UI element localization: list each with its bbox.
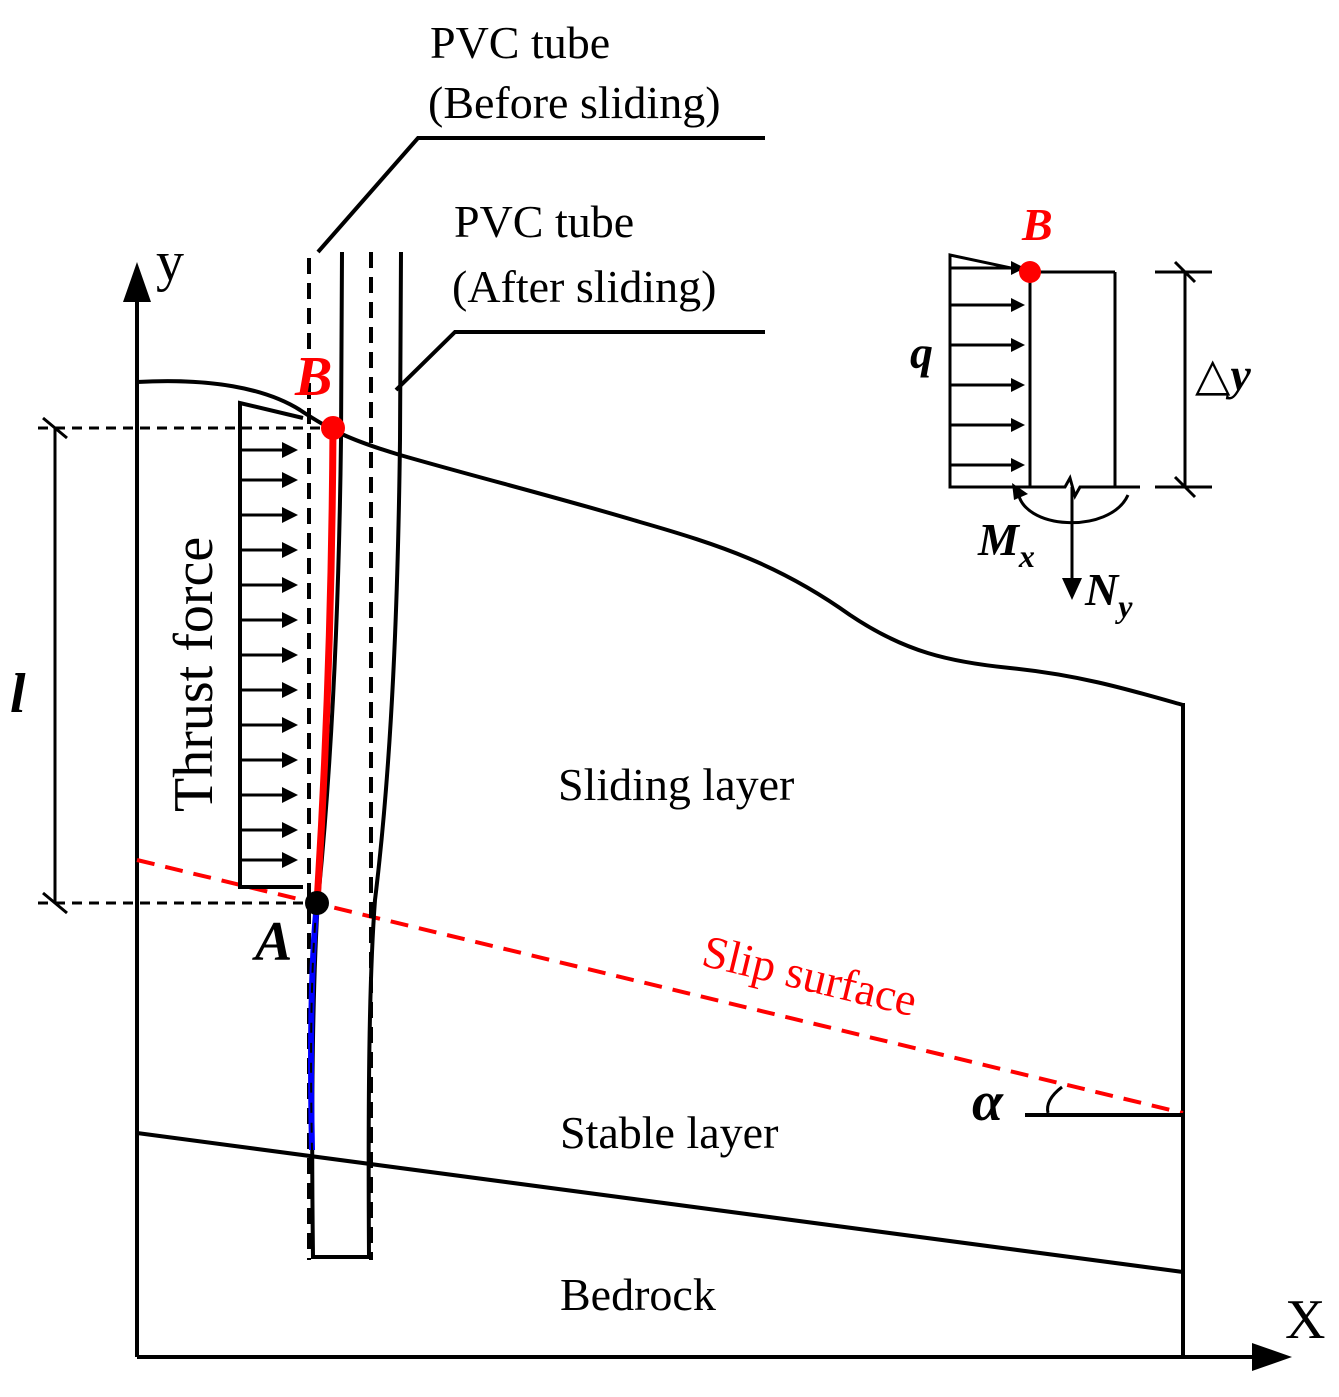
inset-moment-arrowhead — [1012, 483, 1028, 500]
thrust-arrow-0-head — [282, 442, 298, 458]
inset-mx-base: M — [977, 514, 1021, 565]
slip-surface-line — [136, 858, 1184, 1115]
pvc-before-label-line2: (Before sliding) — [428, 77, 721, 128]
inset-delta-y-label: △y — [1195, 349, 1251, 400]
inset-point-b-marker — [1019, 261, 1041, 283]
inset-arrow-3-head — [1011, 378, 1025, 392]
thrust-arrow-2-head — [282, 507, 298, 523]
point-b-label: B — [294, 346, 332, 408]
thrust-force-outline — [238, 400, 304, 889]
thrust-force-label: Thrust force — [163, 537, 225, 812]
pvc-after-leader-line — [394, 330, 765, 392]
ground-surface-line — [136, 379, 1184, 707]
point-a-label: A — [252, 911, 292, 973]
inset-mx-label: Mx — [977, 514, 1035, 574]
inset-arrow-2-head — [1011, 338, 1025, 352]
inset-arrow-4-head — [1011, 418, 1025, 432]
thrust-arrow-1-head — [282, 472, 298, 488]
pvc-after-right-wall — [366, 251, 403, 1258]
thrust-arrow-12-head — [282, 852, 298, 868]
inset-free-body-diagram: B q △y Mx Ny — [910, 199, 1251, 624]
inset-load-arrows — [950, 261, 1025, 472]
thrust-arrow-7-head — [282, 682, 298, 698]
inset-axial-force-arrowhead — [1062, 578, 1082, 600]
pvc-before-label-line1: PVC tube — [430, 17, 610, 68]
sliding-layer-label: Sliding layer — [558, 759, 794, 810]
inset-q-label: q — [910, 327, 933, 378]
y-axis-arrow — [123, 262, 151, 302]
slip-surface-label: Slip surface — [698, 925, 922, 1026]
stable-layer-label: Stable layer — [560, 1107, 778, 1158]
pvc-before-leader-line — [316, 136, 765, 254]
inset-dimension-tick-bottom — [1173, 475, 1197, 499]
angle-alpha-arc — [1046, 1085, 1063, 1114]
inset-dimension-tick-top — [1173, 260, 1197, 284]
thrust-arrow-11-head — [282, 822, 298, 838]
y-axis-label: y — [156, 231, 184, 293]
point-b-marker — [321, 416, 345, 440]
thrust-arrow-8-head — [282, 717, 298, 733]
inset-mx-subscript: x — [1018, 538, 1035, 574]
sliding-segment-curve — [313, 427, 337, 904]
bedrock-label: Bedrock — [560, 1269, 716, 1320]
thrust-force-distribution — [238, 400, 304, 889]
x-axis-label: X — [1285, 1289, 1325, 1351]
thrust-arrow-6-head — [282, 647, 298, 663]
inset-moment-arc — [1016, 489, 1130, 524]
inset-load-outline — [948, 253, 1031, 489]
stable-segment-dash-overlay — [310, 902, 318, 1151]
length-l-label: l — [10, 663, 26, 725]
inset-ny-label: Ny — [1084, 564, 1133, 624]
thrust-arrow-10-head — [282, 787, 298, 803]
thrust-arrow-9-head — [282, 752, 298, 768]
thrust-arrow-4-head — [282, 577, 298, 593]
inset-arrow-5-head — [1011, 458, 1025, 472]
inset-arrow-1-head — [1011, 298, 1025, 312]
axes: y X — [123, 231, 1325, 1371]
length-l-dimension: l — [10, 416, 320, 915]
point-a-marker — [305, 891, 329, 915]
inset-arrow-0-head — [1011, 261, 1025, 275]
dimension-tick-bottom — [42, 891, 68, 915]
thrust-arrow-5-head — [282, 612, 298, 628]
thrust-arrow-3-head — [282, 542, 298, 558]
angle-alpha-label: α — [972, 1071, 1004, 1133]
x-axis-arrow — [1252, 1343, 1292, 1371]
inset-ny-subscript: y — [1114, 588, 1133, 624]
pvc-after-label-line2: (After sliding) — [452, 261, 716, 312]
dimension-tick-top — [42, 416, 68, 440]
inset-ny-base: N — [1084, 564, 1120, 615]
thrust-force-arrows — [240, 442, 298, 868]
inset-point-b-label: B — [1021, 199, 1053, 250]
slope-body — [136, 379, 1185, 1357]
pvc-after-label-line1: PVC tube — [454, 196, 634, 247]
